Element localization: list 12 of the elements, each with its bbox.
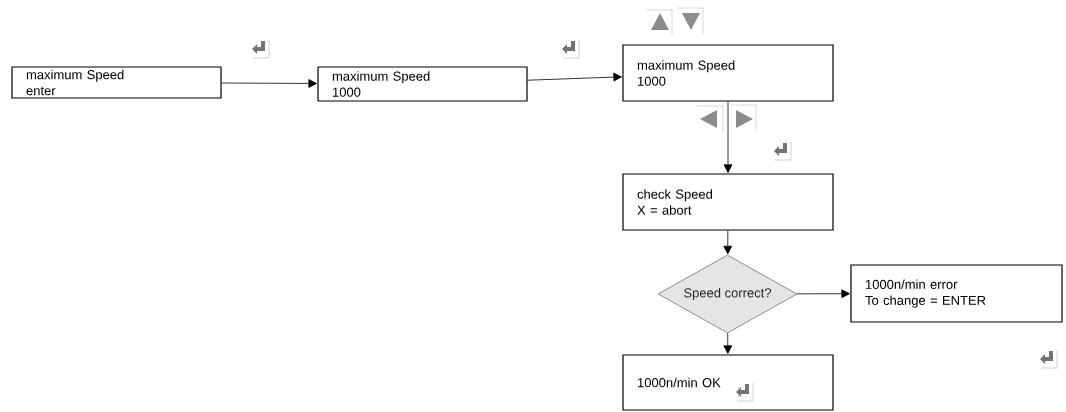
arrow — [796, 289, 850, 299]
arrow — [723, 101, 733, 173]
display-box: 1000n/min error To change = ENTER — [850, 264, 1063, 323]
display-box: 1000n/min OK — [622, 354, 834, 411]
display-box: maximum Speed enter — [11, 66, 222, 99]
arrow — [221, 79, 317, 88]
display-box: maximum Speed 1000 — [622, 44, 834, 102]
arrow — [527, 72, 622, 82]
arrow — [723, 332, 733, 354]
display-box: maximum Speed 1000 — [317, 66, 528, 102]
display-box: check Speed X = abort — [622, 173, 834, 231]
arrow — [723, 230, 733, 255]
